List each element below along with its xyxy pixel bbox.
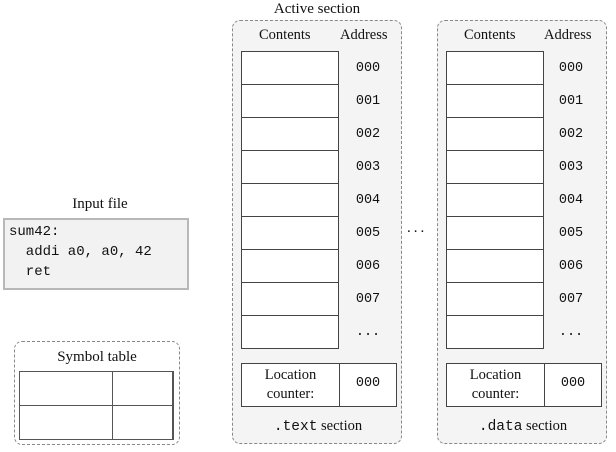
text-section: Contents Address 000 001 002 003 004 005… — [232, 20, 402, 444]
address-label: ... — [355, 325, 381, 340]
address-label: 006 — [355, 259, 381, 274]
memory-cell — [241, 282, 339, 316]
symbol-table-label: Symbol table — [57, 349, 137, 365]
section-name: .text — [273, 419, 318, 435]
address-label: 001 — [558, 94, 584, 109]
memory-cell — [446, 84, 544, 118]
location-counter-label-line: counter: — [266, 386, 315, 402]
memory-cell — [241, 117, 339, 151]
memory-cell — [446, 150, 544, 184]
memory-cell — [241, 216, 339, 250]
address-label: 001 — [355, 94, 381, 109]
memory-cell — [446, 315, 544, 349]
memory-cell — [446, 117, 544, 151]
memory-cell — [446, 216, 544, 250]
memory-cell — [241, 84, 339, 118]
address-label: 007 — [355, 292, 381, 307]
section-suffix: section — [522, 418, 568, 434]
input-file-box: sum42: addi a0, a0, 42 ret — [3, 218, 189, 290]
memory-cell — [446, 282, 544, 316]
data-section: Contents Address 000 001 002 003 004 005… — [437, 20, 607, 444]
location-counter-divider — [544, 364, 545, 406]
contents-header: Contents — [464, 27, 516, 43]
symbol-table-cell — [19, 371, 113, 406]
code-line: ret — [9, 264, 52, 280]
active-section-title: Active section — [273, 1, 361, 17]
symbol-table-cell — [112, 371, 174, 406]
address-label: 005 — [558, 226, 584, 241]
code-line: addi a0, a0, 42 — [9, 244, 152, 260]
memory-cell — [241, 150, 339, 184]
memory-cell — [446, 249, 544, 283]
memory-cell — [446, 183, 544, 217]
memory-cell — [241, 51, 339, 85]
location-counter-label-line: counter: — [471, 386, 520, 402]
contents-header: Contents — [259, 27, 311, 43]
memory-cell — [241, 249, 339, 283]
address-label: 003 — [558, 160, 584, 175]
address-label: 004 — [355, 193, 381, 208]
location-counter: Location counter: 000 — [241, 363, 397, 407]
symbol-table-group — [14, 341, 180, 445]
location-counter-label: Location counter: — [242, 366, 339, 404]
address-header: Address — [544, 27, 592, 43]
location-counter-label-line: Location — [469, 367, 522, 383]
memory-cell — [446, 51, 544, 85]
code-line: sum42: — [9, 224, 60, 240]
symbol-table — [19, 371, 174, 440]
location-counter-divider — [339, 364, 340, 406]
input-file-label: Input file — [72, 196, 128, 212]
location-counter: Location counter: 000 — [446, 363, 602, 407]
symbol-table-cell — [112, 405, 174, 440]
address-label: 004 — [558, 193, 584, 208]
address-header: Address — [340, 27, 388, 43]
memory-cell — [241, 183, 339, 217]
address-label: 002 — [558, 127, 584, 142]
address-label: 000 — [558, 61, 584, 76]
data-section-caption: .data section — [438, 418, 608, 435]
symbol-table-cell — [19, 405, 113, 440]
text-section-caption: .text section — [233, 418, 403, 435]
address-label: ... — [558, 325, 584, 340]
location-counter-value: 000 — [355, 376, 381, 391]
address-label: 003 — [355, 160, 381, 175]
location-counter-label-line: Location — [264, 367, 317, 383]
address-label: 002 — [355, 127, 381, 142]
address-label: 007 — [558, 292, 584, 307]
location-counter-label: Location counter: — [447, 366, 544, 404]
address-label: 000 — [355, 61, 381, 76]
ellipsis-between-sections: ... — [407, 220, 428, 236]
memory-cell — [241, 315, 339, 349]
section-suffix: section — [317, 418, 363, 434]
address-label: 006 — [558, 259, 584, 274]
section-name: .data — [478, 419, 523, 435]
location-counter-value: 000 — [560, 376, 586, 391]
address-label: 005 — [355, 226, 381, 241]
